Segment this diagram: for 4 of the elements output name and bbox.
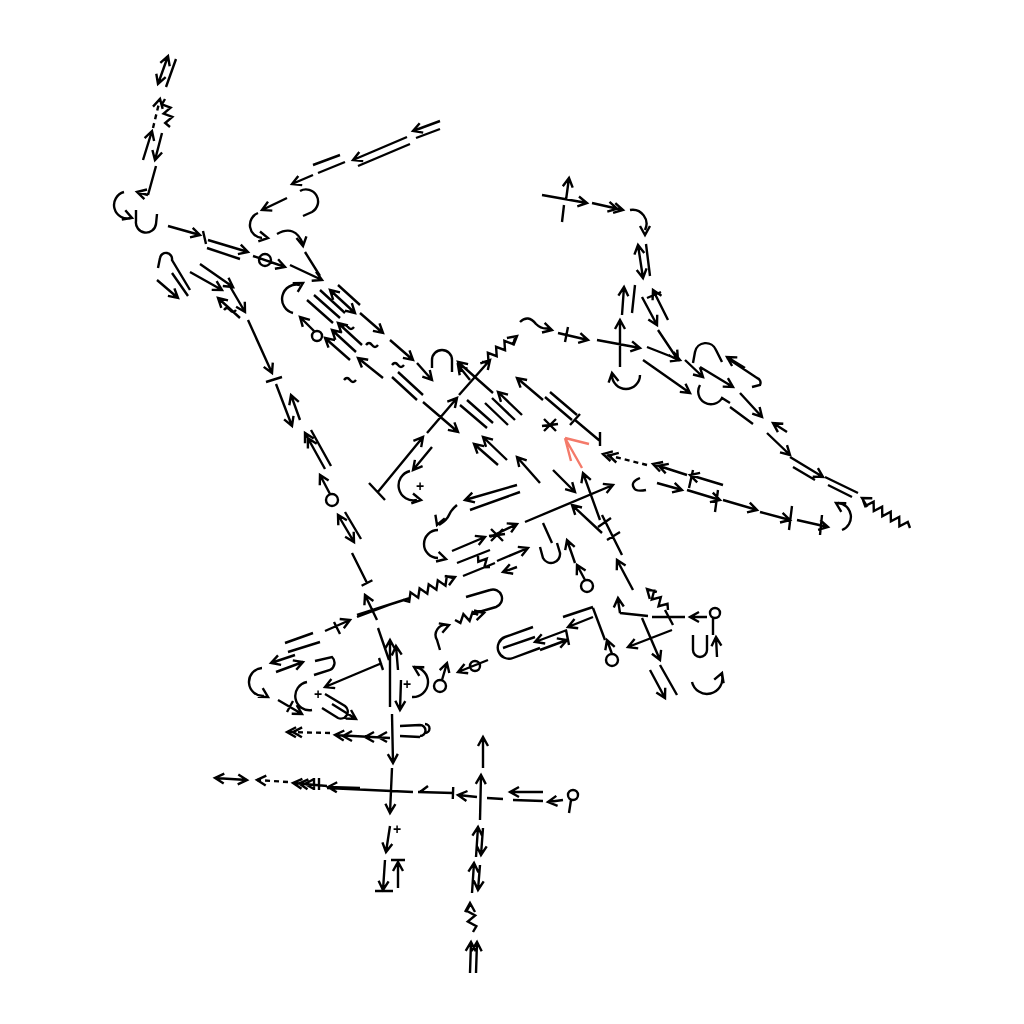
- plus-sign: +: [415, 479, 425, 493]
- plus-sign: +: [313, 687, 323, 701]
- plus-sign: +: [402, 677, 412, 691]
- plus-sign: +: [392, 822, 402, 836]
